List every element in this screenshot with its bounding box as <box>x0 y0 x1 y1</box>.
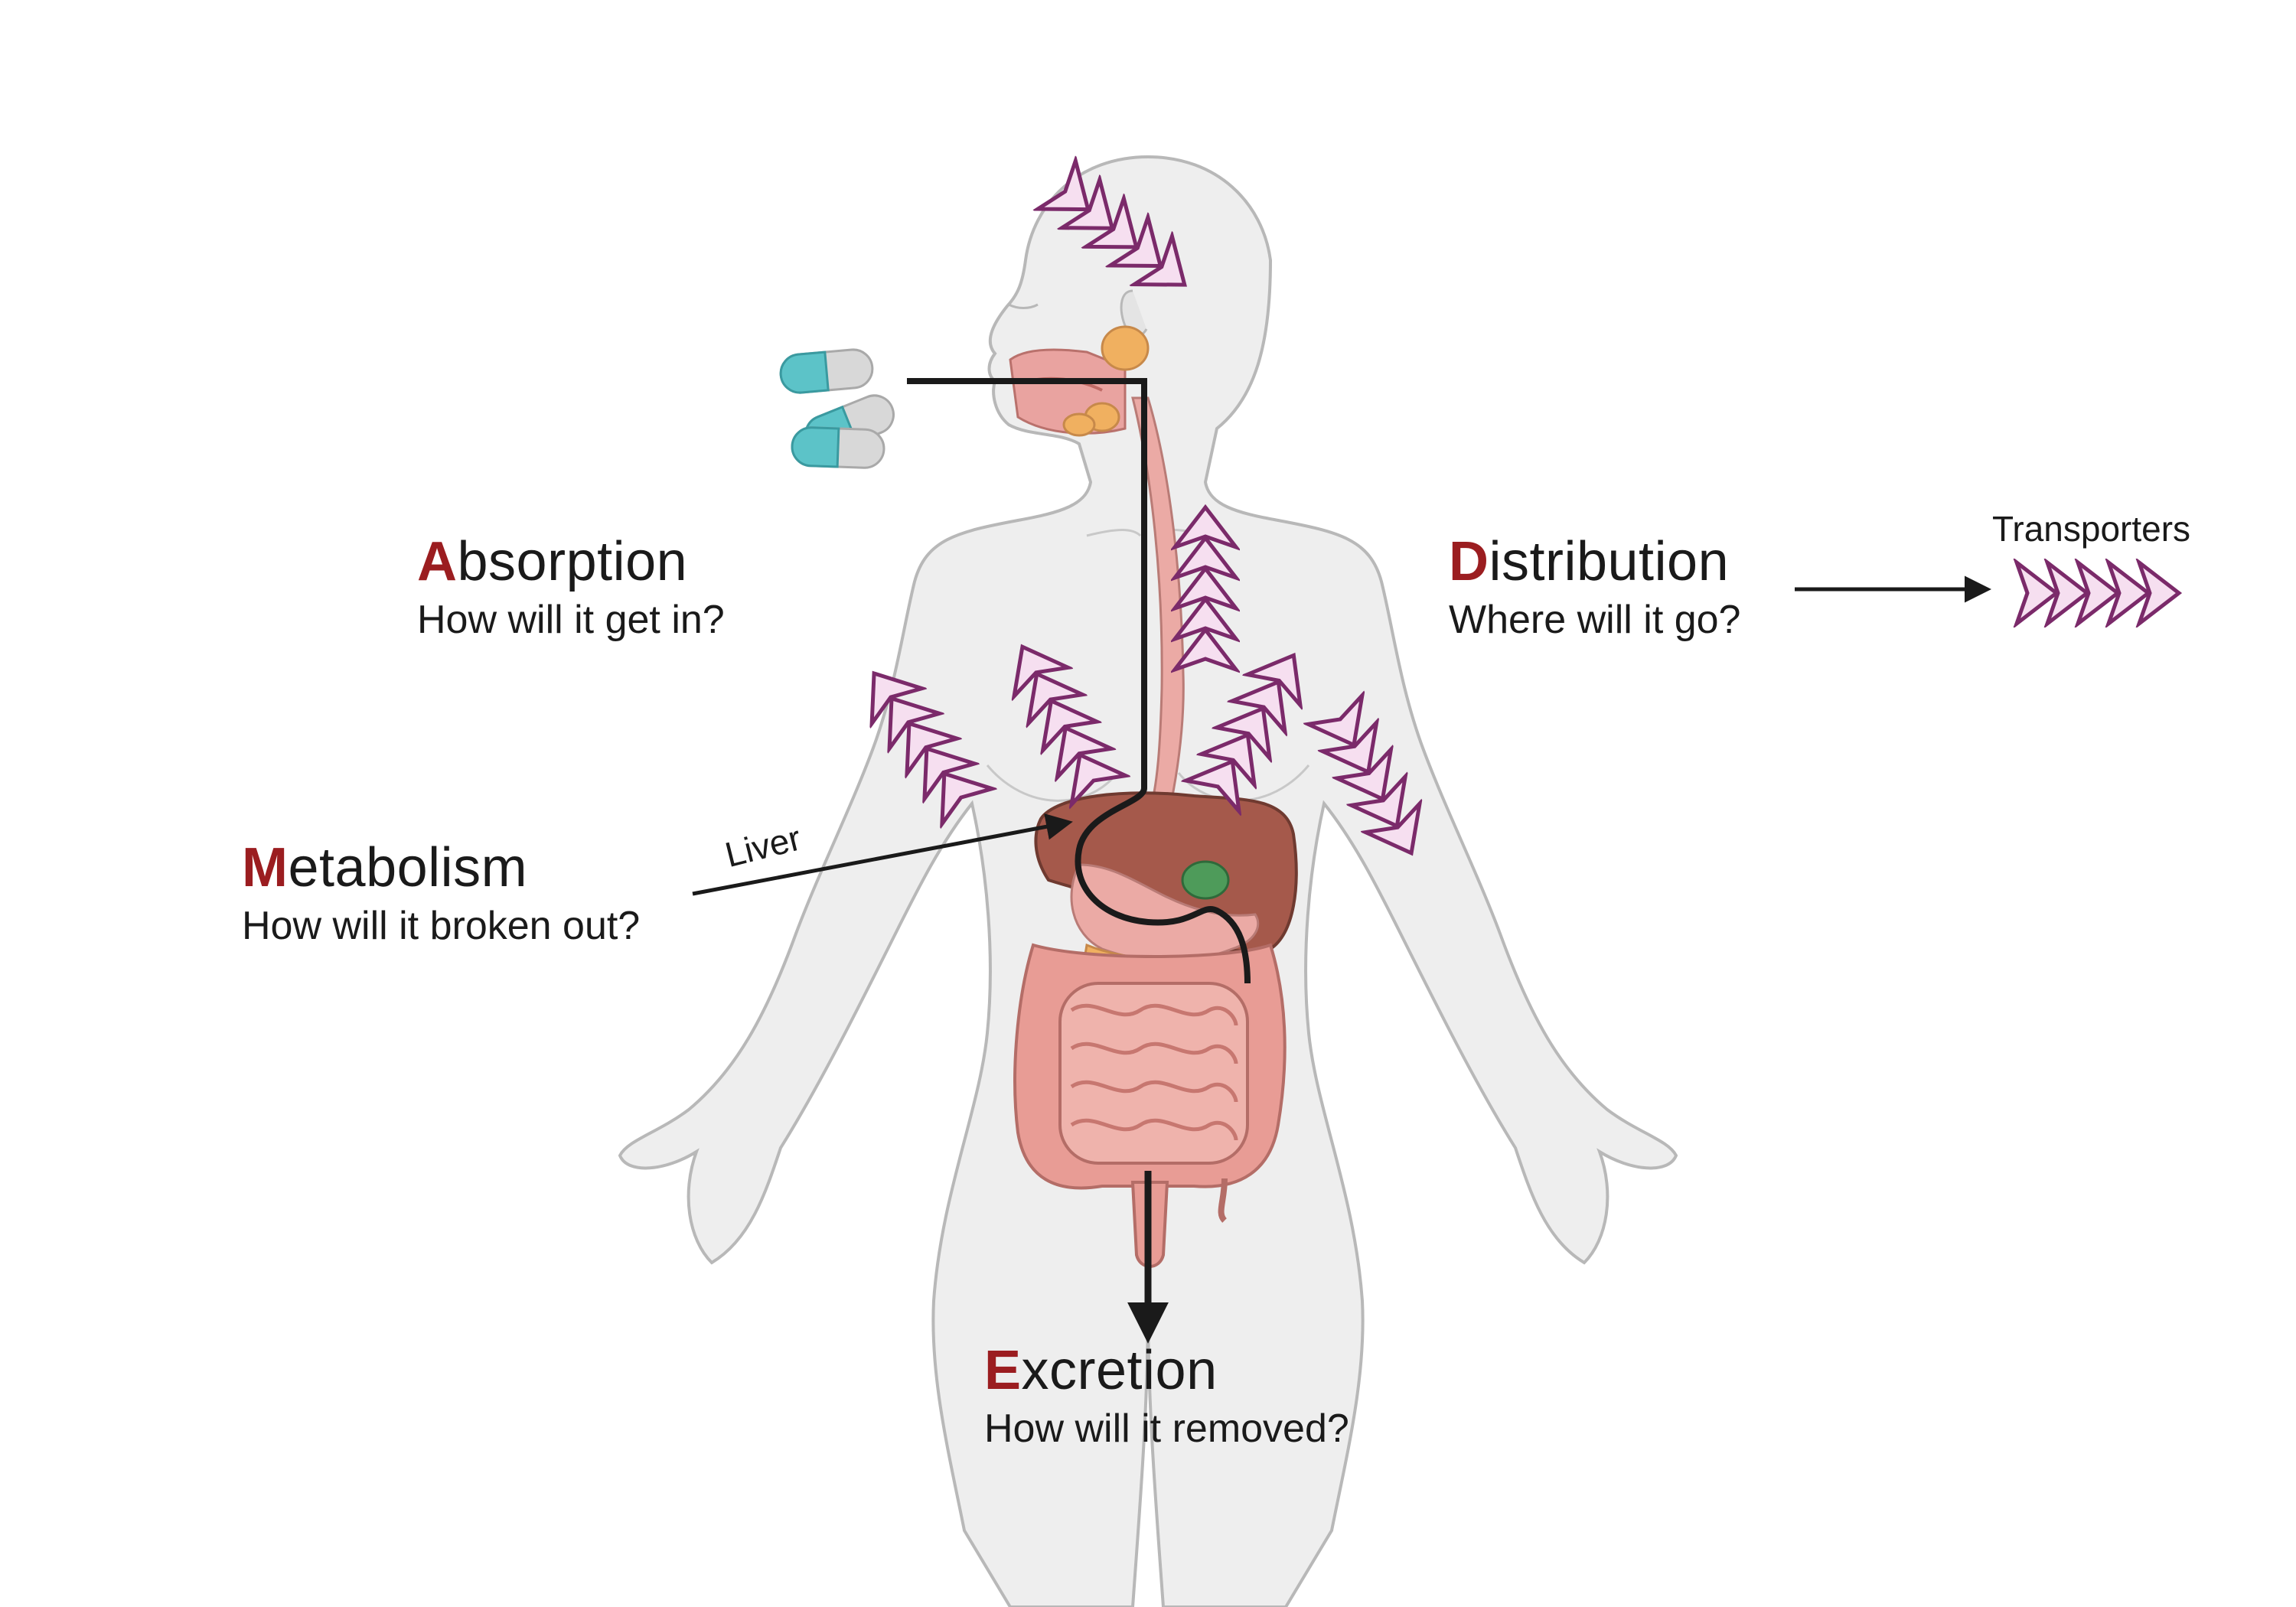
appendix <box>1218 1178 1228 1223</box>
metabolism-label: Metabolism How will it broken out? <box>242 840 640 946</box>
metabolism-initial: M <box>242 837 289 898</box>
absorption-initial: A <box>417 531 458 592</box>
small-intestine <box>1058 982 1249 1165</box>
excretion-heading-rest: xcretion <box>1021 1340 1218 1401</box>
liver-pointer-arrow <box>692 813 1073 896</box>
stomach <box>1070 863 1260 963</box>
metabolism-heading-rest: etabolism <box>288 837 528 898</box>
excretion-heading: Excretion <box>984 1343 1349 1398</box>
distribution-initial: D <box>1449 531 1489 592</box>
liver <box>1034 791 1298 953</box>
distribution-label: Distribution Where will it go? <box>1449 534 1740 640</box>
absorption-heading: Absorption <box>417 534 725 589</box>
pill-icon <box>779 348 874 394</box>
absorption-heading-rest: bsorption <box>457 531 688 592</box>
metabolism-question: How will it broken out? <box>242 904 641 948</box>
transporter-chevron-arrows <box>2017 562 2179 624</box>
distribution-question: Where will it go? <box>1449 598 1741 642</box>
metabolism-heading: Metabolism <box>242 840 640 895</box>
distribution-heading: Distribution <box>1449 534 1740 589</box>
excretion-label: Excretion How will it removed? <box>984 1343 1349 1449</box>
excretion-initial: E <box>984 1340 1022 1401</box>
pill-icon <box>791 426 885 469</box>
gallbladder <box>1181 860 1230 900</box>
pills-icon <box>779 348 895 469</box>
absorption-label: Absorption How will it get in? <box>417 534 725 640</box>
excretion-question: How will it removed? <box>984 1407 1349 1451</box>
drug-pathway-line <box>907 378 1251 984</box>
distribution-heading-rest: istribution <box>1489 531 1730 592</box>
transporters-label: Transporters <box>1992 509 2191 549</box>
absorption-question: How will it get in? <box>417 598 725 642</box>
mouth-throat <box>1009 325 1150 437</box>
